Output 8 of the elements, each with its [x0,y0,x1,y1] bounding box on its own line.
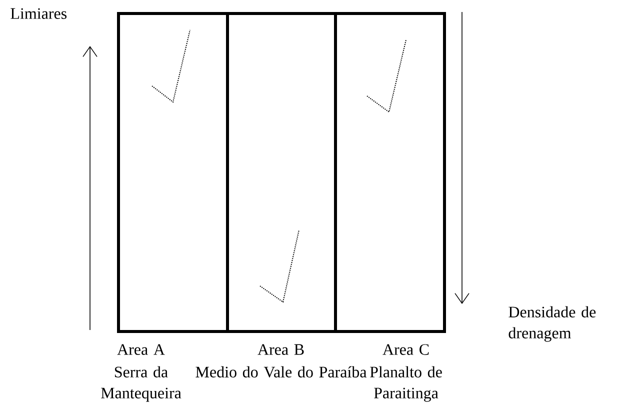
axis-label: Densidade de drenagem [508,306,596,342]
axis-label: Limiares [10,8,66,19]
area-label: Area A [117,344,165,355]
area-label: Planalto de Paraitinga [370,366,442,402]
area-label: Area C [382,344,429,355]
area-label: Serra da Mantequeira [101,366,182,402]
area-label: Area B [258,344,304,355]
area-label: Medio do Vale do Paraíba [196,366,367,378]
